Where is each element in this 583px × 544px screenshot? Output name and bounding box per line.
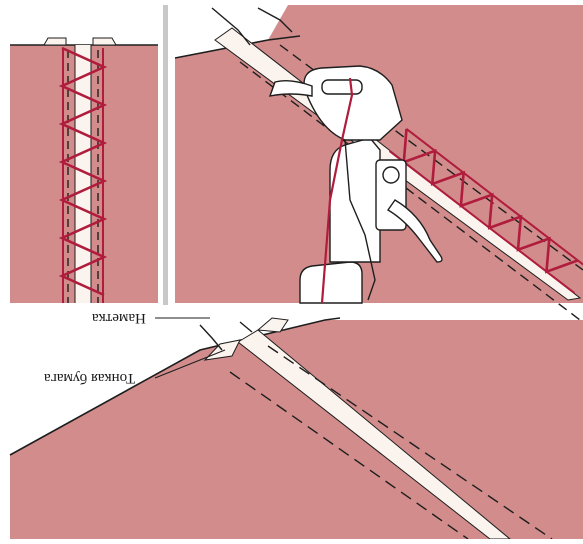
foot-slot bbox=[322, 80, 362, 94]
panel-divider-vertical bbox=[163, 5, 168, 305]
paper-tab-right bbox=[93, 38, 116, 45]
foot-screw bbox=[383, 167, 399, 183]
panel-finished-seam bbox=[10, 38, 158, 303]
foot-base bbox=[300, 262, 362, 303]
thread-tail-1 bbox=[200, 325, 222, 350]
label-basting: Наметка bbox=[92, 310, 146, 326]
panel-sewing bbox=[175, 5, 583, 320]
foot-shank bbox=[330, 138, 380, 262]
label-tissue-paper: Тонкая бумага bbox=[44, 370, 135, 386]
panel-divider-horizontal bbox=[0, 305, 583, 313]
paper-tab-left bbox=[44, 38, 66, 45]
panel-prepared bbox=[10, 318, 583, 539]
thread-tail-2 bbox=[240, 322, 252, 332]
fabric-bottom bbox=[10, 320, 583, 539]
